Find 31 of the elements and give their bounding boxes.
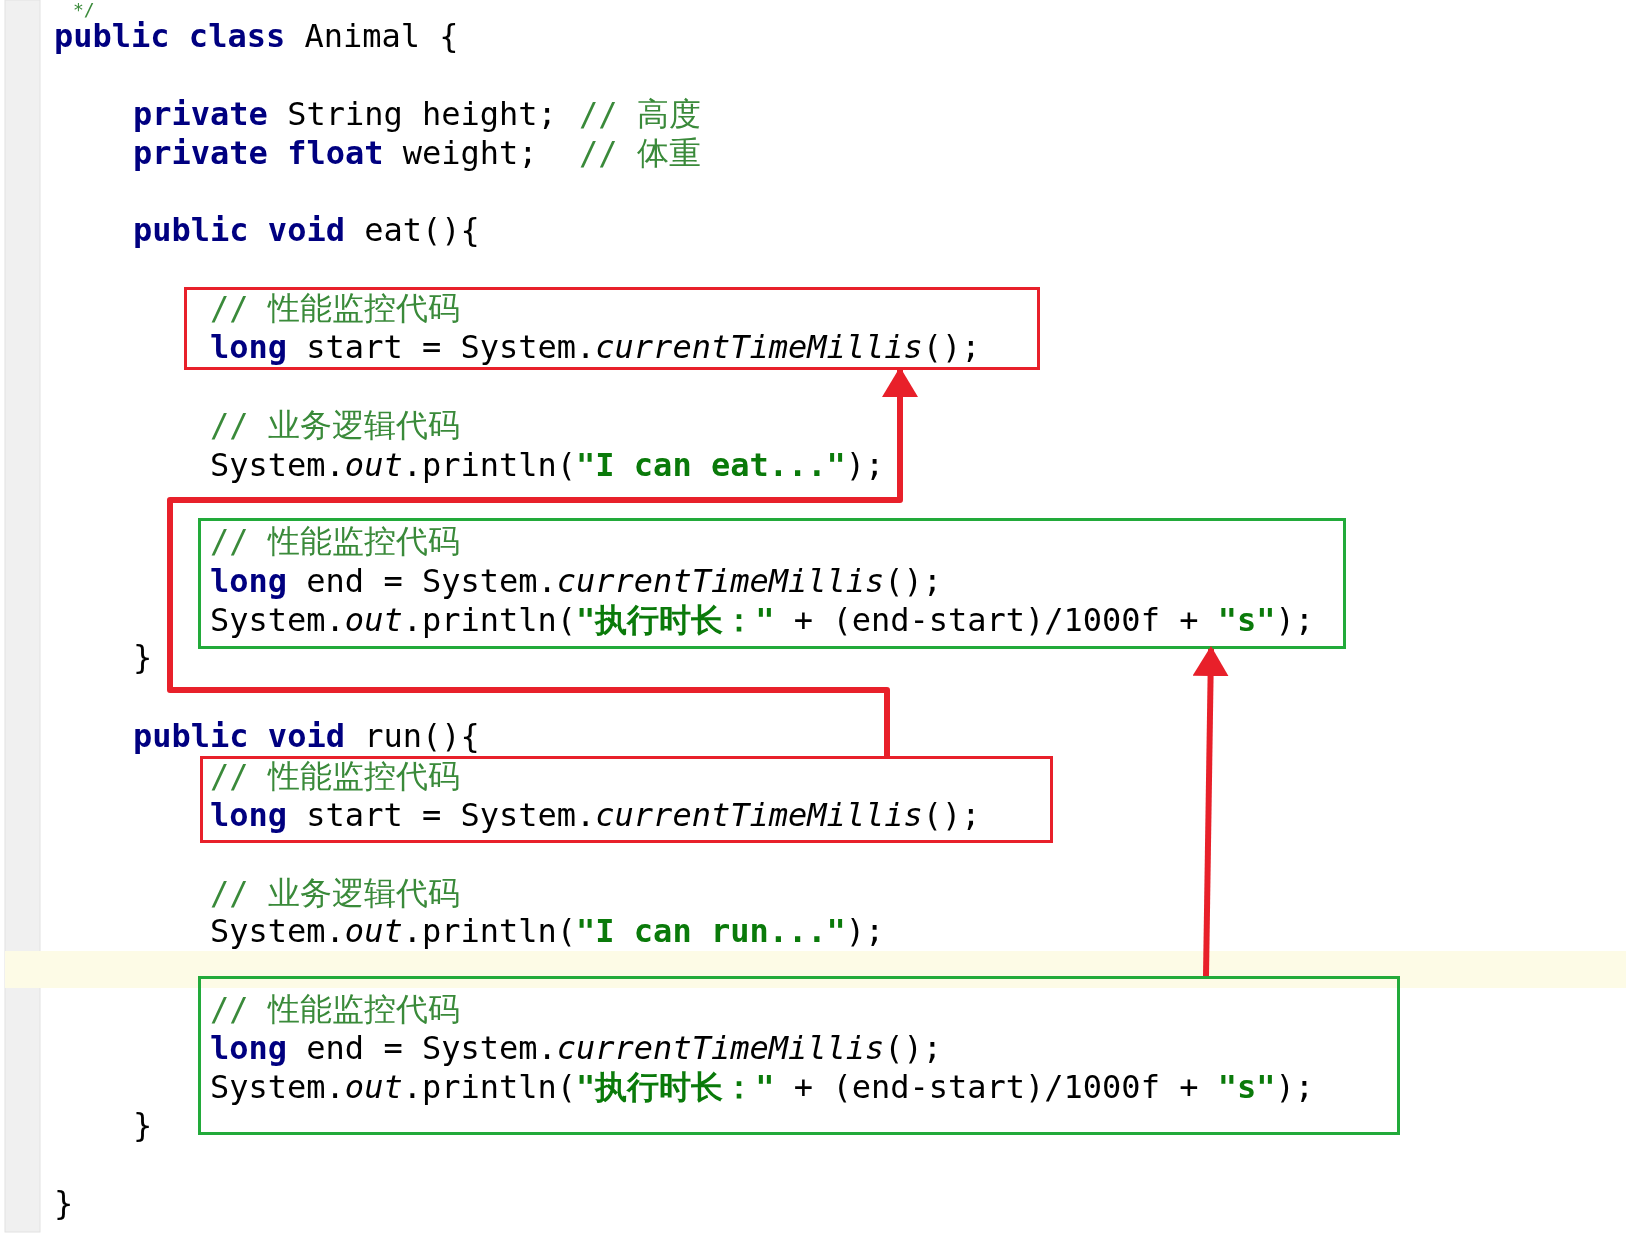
code-line: private String height;	[133, 95, 557, 133]
code-comment: // 性能监控代码	[210, 522, 460, 560]
arrow	[1192, 646, 1229, 977]
code-line: }	[54, 1184, 74, 1222]
code-line: long end = System.currentTimeMillis();	[210, 1029, 943, 1067]
highlight-box	[198, 518, 1346, 649]
code-line: System.out.println("执行时长：" + (end-start)/1000f + "s");	[210, 601, 1314, 639]
code-comment: // 性能监控代码	[210, 990, 460, 1028]
code-line: public class Animal {	[54, 17, 459, 55]
code-line: System.out.println("I can run...");	[210, 912, 885, 950]
code-line: System.out.println("执行时长：" + (end-start)/1000f + "s");	[210, 1068, 1314, 1106]
code-line: public void eat(){	[133, 211, 480, 249]
highlight-box	[184, 287, 1040, 370]
highlight-box	[198, 976, 1400, 1135]
code-comment: // 业务逻辑代码	[210, 874, 460, 912]
code-line: }	[133, 1106, 153, 1144]
arrow	[167, 367, 918, 756]
highlight-box	[200, 756, 1053, 843]
code-comment: // 性能监控代码	[210, 757, 460, 795]
code-line: long start = System.currentTimeMillis();	[210, 796, 981, 834]
code-comment: // 体重	[579, 134, 701, 172]
code-comment: // 高度	[579, 95, 701, 133]
code-line: }	[133, 638, 153, 676]
code-line: long end = System.currentTimeMillis();	[210, 562, 943, 600]
code-line: long start = System.currentTimeMillis();	[210, 328, 981, 366]
code-line: public void run(){	[133, 717, 480, 755]
code-comment: // 性能监控代码	[210, 289, 460, 327]
code-line: private float weight;	[133, 134, 538, 172]
code-line: System.out.println("I can eat...");	[210, 446, 885, 484]
code-line: */	[73, 0, 95, 20]
code-comment: // 业务逻辑代码	[210, 406, 460, 444]
